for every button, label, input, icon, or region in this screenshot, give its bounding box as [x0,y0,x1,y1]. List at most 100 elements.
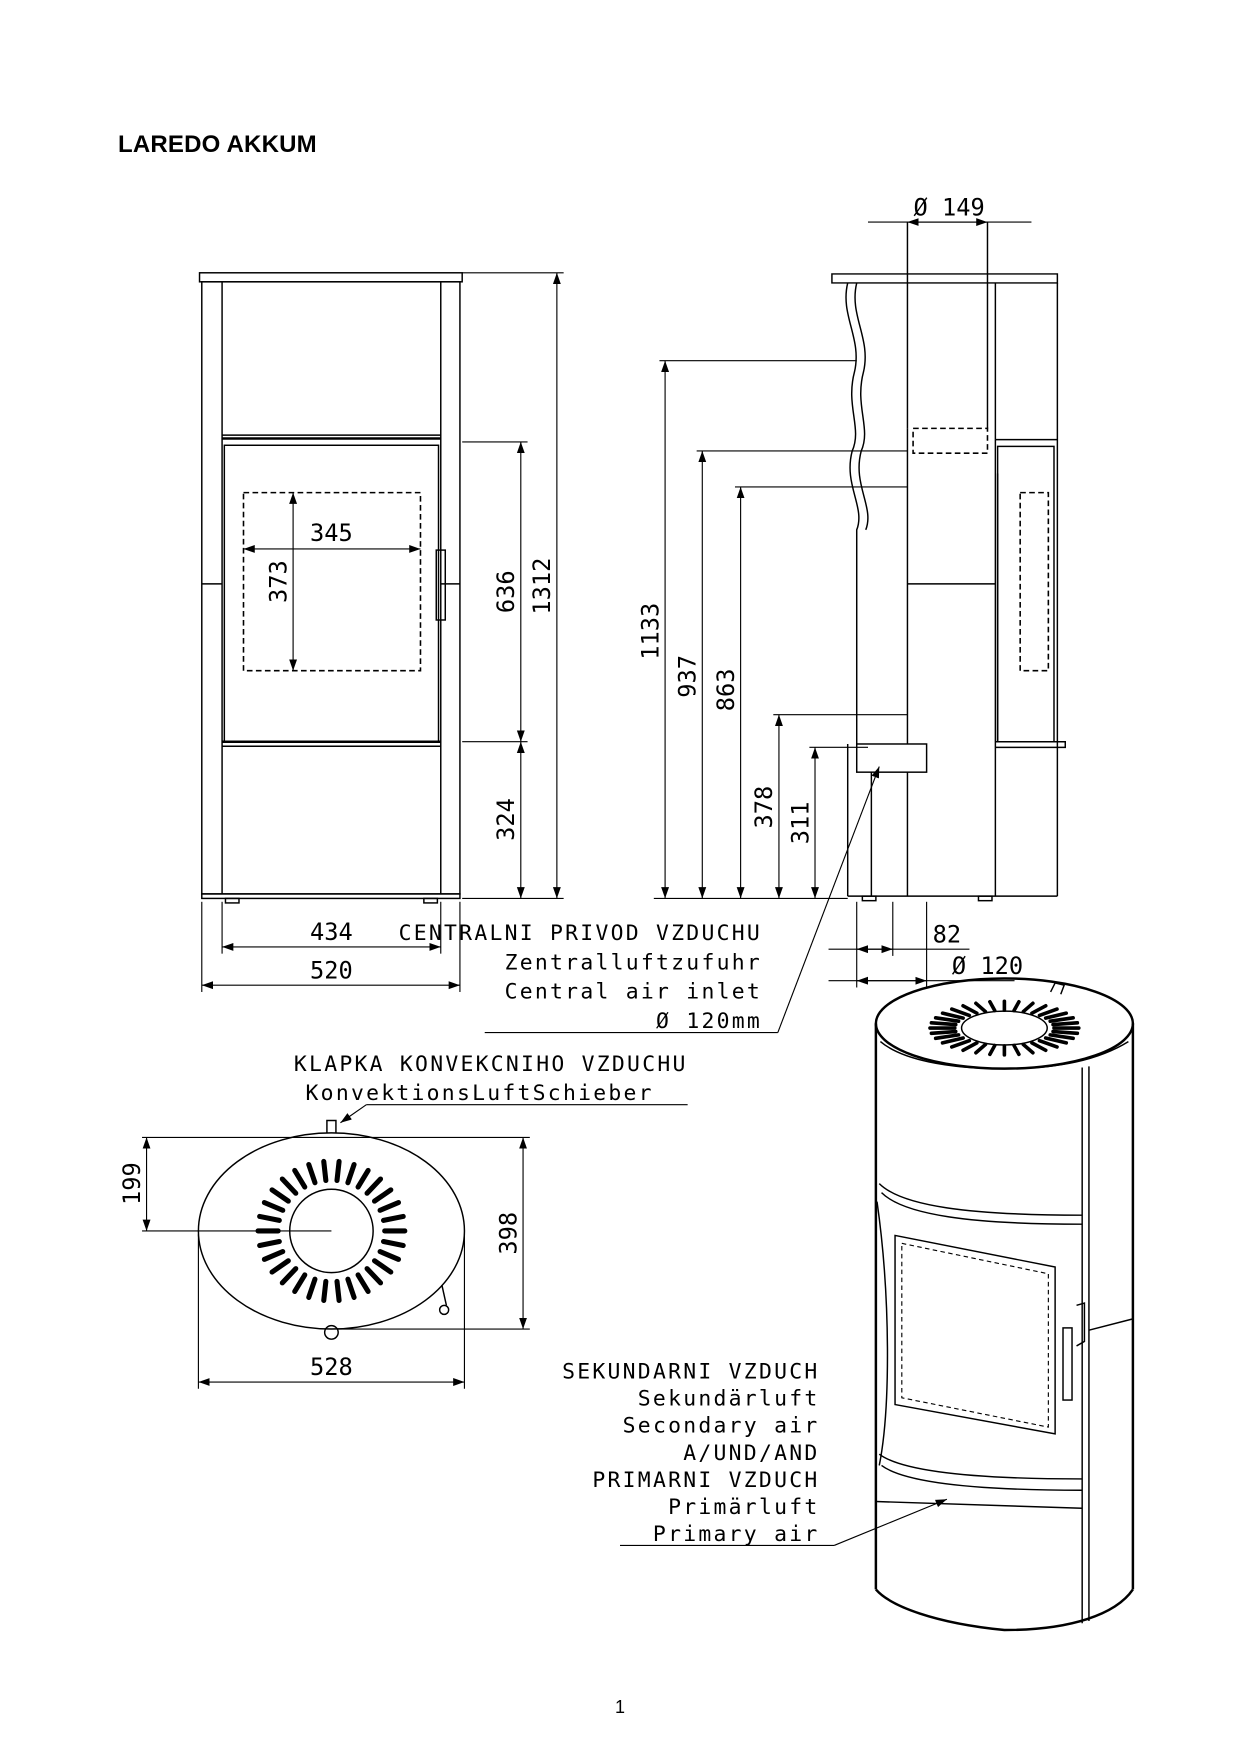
vent-slot [269,1187,291,1204]
dim-total-height: 1312 [528,558,556,615]
vent-slot [1012,999,1021,1013]
dim-base-height: 324 [492,798,520,841]
vent-slot [949,1007,972,1018]
vent-slot [961,1041,979,1053]
dim-inlet-diameter: Ø 120 [952,952,1023,980]
vent-slot [1043,1036,1069,1045]
dim-firebox-height: 373 [264,560,292,603]
dim-firebox-width: 345 [310,519,353,547]
dim-height-863: 863 [712,669,740,712]
convection-label-cz: KLAPKA KONVEKCNIHO VZDUCHU [294,1052,688,1077]
vent-slot [1021,1042,1035,1055]
vent-slot [1051,1021,1080,1027]
central-air-label: CENTRALNI PRIVOD VZDUCHU Zentralluftzufu… [399,766,880,1034]
stove-3d-view [874,977,1135,1632]
vent-slot [306,1161,318,1186]
top-vent-slots [255,1158,408,1303]
vent-slot [961,1003,979,1016]
dim-flue-diameter: Ø 149 [914,193,985,221]
dim-height-1133: 1133 [636,603,664,660]
page-number: 1 [614,1697,625,1717]
vent-slot [380,1238,406,1249]
vent-slot [988,1043,997,1057]
air-label-and: A/UND/AND [683,1441,819,1466]
vent-slot [377,1249,402,1262]
vent-slot [1037,1007,1059,1018]
convection-label-de: KonvektionsLuftSchieber [306,1081,654,1106]
page-title: LAREDO AKKUM [118,131,317,158]
vent-slot [988,999,997,1013]
central-air-label-en: Central air inlet [505,980,762,1005]
vent-slot [371,1258,394,1275]
dim-height-378: 378 [750,786,778,829]
vent-slot [1021,1001,1035,1014]
vent-slot [371,1187,394,1204]
vent-slot [334,1278,342,1303]
air-label-primary-en: Primary air [653,1522,820,1547]
vent-slot [292,1167,308,1190]
vent-slot [974,1042,988,1055]
side-view: Ø 149 1133 937 863 378 311 82 Ø 120 [636,193,1066,988]
air-label: SEKUNDARNI VZDUCH Sekundärluft Secondary… [562,1360,948,1547]
dim-offset-199: 199 [118,1162,146,1205]
dim-depth-398: 398 [494,1212,522,1255]
vent-slot [929,1029,958,1036]
vent-slot [1048,1015,1075,1024]
vent-slot [933,1033,961,1041]
dim-width-528: 528 [310,1353,353,1381]
dim-height-937: 937 [674,655,702,698]
vent-slot [355,1167,371,1190]
vent-slot [257,1238,282,1249]
vent-slot [949,1038,972,1049]
vent-slot [279,1266,299,1286]
vent-slot [377,1199,402,1213]
dim-inner-width: 434 [310,918,353,946]
vent-slot [1048,1033,1075,1041]
vent-slot [345,1161,357,1186]
central-air-label-size: Ø 120mm [656,1009,762,1034]
air-label-secondary-de: Sekundärluft [638,1387,820,1412]
dim-height-311: 311 [786,802,814,845]
vent-slot [364,1266,384,1286]
vent-slot [261,1199,286,1213]
vent-slot [1043,1011,1069,1020]
air-label-secondary-cz: SEKUNDARNI VZDUCH [562,1360,819,1385]
vent-slot [940,1036,965,1045]
vent-slot [933,1015,961,1024]
dim-door-height: 636 [492,570,520,613]
front-door [223,444,440,743]
vent-slot [364,1176,384,1196]
vent-slot [1030,1003,1048,1016]
vent-slot [279,1176,299,1196]
air-label-primary-de: Primärluft [668,1495,819,1520]
vent-slot [1030,1041,1048,1053]
vent-slot [355,1272,371,1295]
dim-inlet-offset: 82 [933,920,962,948]
vent-slot [257,1213,282,1223]
vent-slot [1037,1038,1059,1049]
vent-slot [321,1278,329,1303]
vent-slot [974,1001,988,1014]
vent-slot [1051,1029,1080,1036]
vent-slot [940,1011,965,1020]
vent-slot [334,1158,342,1184]
vent-slot [292,1272,308,1295]
air-label-primary-cz: PRIMARNI VZDUCH [592,1468,819,1493]
vent-slot [380,1213,406,1223]
stove-top-vent-slots [928,999,1081,1057]
door-handle [435,549,447,621]
central-air-label-de: Zentralluftzufuhr [505,950,762,975]
vent-slot [929,1021,958,1027]
front-glass [242,491,422,672]
vent-slot [1012,1043,1021,1057]
vent-slot [269,1258,291,1275]
front-view: 345 373 636 324 1312 434 520 [198,272,564,992]
vent-slot [345,1276,357,1300]
vent-slot [261,1249,286,1262]
top-view: 199 398 528 KLAPKA KONVEKCNIHO VZDUCHU K… [118,1052,688,1389]
central-air-label-cz: CENTRALNI PRIVOD VZDUCHU [399,921,762,946]
air-label-secondary-en: Secondary air [623,1414,820,1439]
vent-slot [306,1276,318,1300]
dim-total-width: 520 [310,956,353,984]
